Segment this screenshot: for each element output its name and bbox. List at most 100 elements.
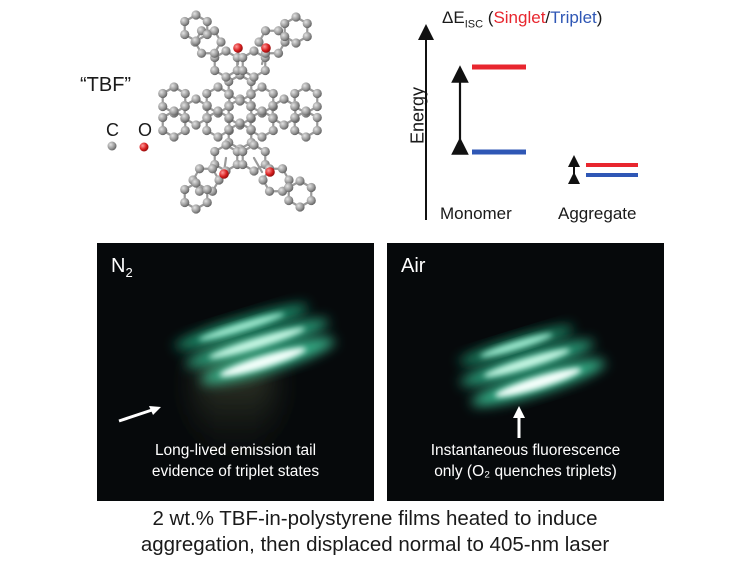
tail-pointer-arrow (118, 407, 156, 423)
carbon-atom (224, 124, 234, 135)
carbon-legend-label: C (106, 120, 119, 140)
energy-diagram: ΔEISC (Singlet/Triplet) Energy Monomer A… (380, 0, 750, 232)
carbon-atom (158, 88, 168, 99)
carbon-atom (207, 164, 218, 174)
oxygen-legend-atom (139, 142, 149, 152)
carbon-atom (312, 125, 322, 136)
carbon-atom (224, 101, 234, 112)
carbon-atom (180, 184, 190, 195)
carbon-atom (258, 175, 268, 185)
carbon-atom (246, 112, 256, 123)
energy-diagram-graphics (418, 24, 638, 220)
carbon-atom (180, 101, 190, 112)
oxygen-legend-label: O (138, 120, 153, 140)
carbon-atom (180, 29, 190, 40)
carbon-atom (246, 124, 256, 135)
carbon-atom (169, 132, 179, 142)
carbon-atom (302, 18, 312, 29)
carbon-atom (306, 182, 316, 193)
air-label: Air (401, 255, 426, 277)
carbon-atom (260, 26, 271, 36)
molecule-panel: “TBF” C O (0, 0, 400, 232)
carbon-atom (235, 96, 245, 106)
figure-caption: 2 wt.% TBF-in-polystyrene films heated t… (0, 506, 750, 558)
delta-e-label: ΔE (442, 8, 465, 27)
molecule-name: “TBF” (80, 74, 132, 96)
carbon-atom (202, 184, 212, 195)
carbon-atom (301, 132, 311, 142)
oxygen-atom (265, 167, 275, 177)
carbon-atom (249, 72, 259, 82)
carbon-atom (209, 48, 220, 58)
carbon-atom (224, 112, 234, 123)
carbon-atom (268, 113, 278, 124)
carbon-atom (202, 197, 212, 208)
n2-label-main: N (111, 255, 126, 277)
carbon-atom (224, 89, 234, 100)
carbon-atom (216, 37, 226, 47)
n2-photo: N2 Long-lived emission tail evidence of … (97, 243, 374, 501)
carbon-atom (191, 120, 201, 130)
n2-label-sub: 2 (125, 265, 133, 280)
monomer-label: Monomer (440, 204, 512, 223)
carbon-atom (260, 146, 270, 157)
air-caption: Instantaneous fluorescence only (O₂ quen… (387, 440, 664, 482)
carbon-atom (210, 146, 220, 157)
carbon-atom (268, 88, 278, 99)
air-emission-image (387, 243, 664, 501)
carbon-atom (221, 72, 231, 82)
carbon-atom (312, 112, 322, 123)
n2-caption-line-2: evidence of triplet states (151, 463, 320, 480)
carbon-atom (279, 94, 289, 104)
carbon-atom (264, 186, 275, 196)
carbon-atom (257, 82, 267, 92)
carbon-atom (254, 37, 264, 47)
carbon-atom (180, 197, 190, 208)
carbon-atom (301, 106, 311, 116)
carbon-atom (306, 195, 316, 206)
carbon-atom (290, 112, 300, 123)
carbon-atom (196, 48, 207, 58)
isc-subscript: ISC (464, 18, 484, 31)
carbon-atom (180, 16, 190, 27)
oxygen-atom (233, 43, 243, 53)
carbon-atom (279, 120, 289, 130)
carbon-atom (268, 100, 278, 111)
carbon-atom (202, 29, 212, 40)
carbon-atom (169, 82, 179, 92)
carbon-atom (260, 65, 270, 76)
carbon-atom (290, 125, 300, 136)
carbon-atom (257, 132, 267, 142)
carbon-atom (238, 146, 248, 157)
carbon-atom (284, 175, 294, 185)
carbon-atom (249, 166, 259, 176)
carbon-atom (158, 101, 168, 112)
carbon-atom (290, 88, 300, 99)
caption-line-2: aggregation, then displaced normal to 40… (140, 533, 610, 556)
carbon-atom (312, 101, 322, 112)
oxygen-atom (261, 43, 271, 53)
carbon-atom (246, 101, 256, 112)
carbon-atom (202, 16, 212, 27)
carbon-atom (202, 100, 212, 111)
carbon-atom (284, 182, 294, 193)
caption-line-1: 2 wt.% TBF-in-polystyrene films heated t… (152, 507, 598, 530)
n2-label: N2 (111, 255, 133, 280)
carbon-legend-atom (107, 141, 117, 151)
carbon-atom (235, 118, 245, 128)
oxygen-atom (219, 169, 229, 179)
carbon-atom (180, 125, 190, 136)
carbon-atom (280, 31, 290, 42)
carbon-atom (180, 88, 190, 99)
carbon-atom (290, 101, 300, 112)
aggregate-label: Aggregate (558, 204, 637, 223)
carbon-atom (249, 140, 259, 150)
carbon-atom (295, 202, 305, 212)
carbon-atom (210, 65, 220, 76)
carbon-atom (291, 12, 301, 22)
carbon-atom (302, 31, 312, 42)
carbon-atom (238, 65, 248, 76)
carbon-atom (191, 36, 201, 46)
singlet-label: Singlet (493, 8, 546, 27)
carbon-atom (202, 125, 212, 136)
